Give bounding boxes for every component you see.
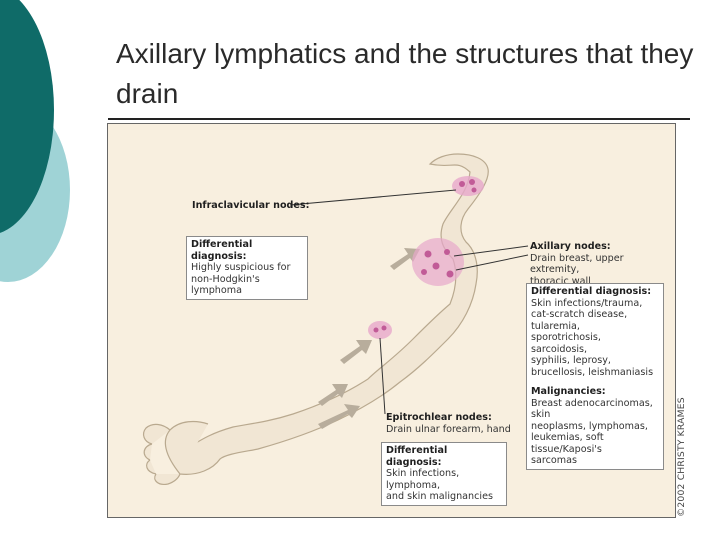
axillary-malignancies-heading: Malignancies:: [531, 386, 606, 397]
infraclavicular-dx-heading: Differential diagnosis:: [191, 239, 253, 262]
hand-shape: [142, 420, 209, 485]
infraclavicular-dx-box: Differential diagnosis: Highly suspiciou…: [186, 236, 308, 300]
epitrochlear-label: Epitrochlear nodes: Drain ulnar forearm,…: [386, 412, 516, 435]
axillary-dx-heading: Differential diagnosis:: [531, 286, 652, 297]
arm-illustration: [142, 153, 529, 485]
infraclavicular-label: Infraclavicular nodes:: [192, 200, 309, 212]
epitrochlear-dx-box: Differential diagnosis: Skin infections,…: [381, 442, 507, 506]
axillary-label: Axillary nodes: Drain breast, upper extr…: [530, 241, 670, 287]
leader-lines: [289, 189, 529, 415]
infraclavicular-heading: Infraclavicular nodes:: [192, 200, 310, 211]
infraclavicular-node-cluster: [452, 176, 484, 196]
axillary-malignancies-body: Breast adenocarcinomas, skin neoplasms, …: [531, 397, 653, 467]
axillary-node-cluster: [412, 238, 464, 286]
axillary-heading: Axillary nodes:: [530, 241, 611, 252]
axillary-dx-body: Skin infections/trauma, cat-scratch dise…: [531, 297, 654, 378]
epitrochlear-dx-body: Skin infections, lymphoma, and skin mali…: [386, 468, 493, 502]
axillary-dx-box: Differential diagnosis: Skin infections/…: [526, 283, 664, 470]
infraclavicular-dx-body: Highly suspicious for non-Hodgkin's lymp…: [191, 262, 291, 296]
axillary-body: Drain breast, upper extremity, thoracic …: [530, 252, 624, 287]
teal-circle-dark: [0, 0, 54, 233]
arm-shape: [177, 153, 489, 475]
slide-title: Axillary lymphatics and the structures t…: [116, 38, 694, 109]
title-divider: [108, 118, 690, 120]
epitrochlear-node-cluster: [368, 321, 392, 339]
flow-arrows: [318, 248, 420, 429]
copyright-notice: ©2002 CHRISTY KRAMES: [676, 397, 687, 517]
epitrochlear-dx-heading: Differential diagnosis:: [386, 445, 448, 468]
epitrochlear-body: Drain ulnar forearm, hand: [386, 423, 511, 435]
slide-decoration: [0, 0, 70, 282]
figure-panel: Infraclavicular nodes: Differential diag…: [107, 123, 676, 518]
epitrochlear-heading: Epitrochlear nodes:: [386, 412, 492, 423]
